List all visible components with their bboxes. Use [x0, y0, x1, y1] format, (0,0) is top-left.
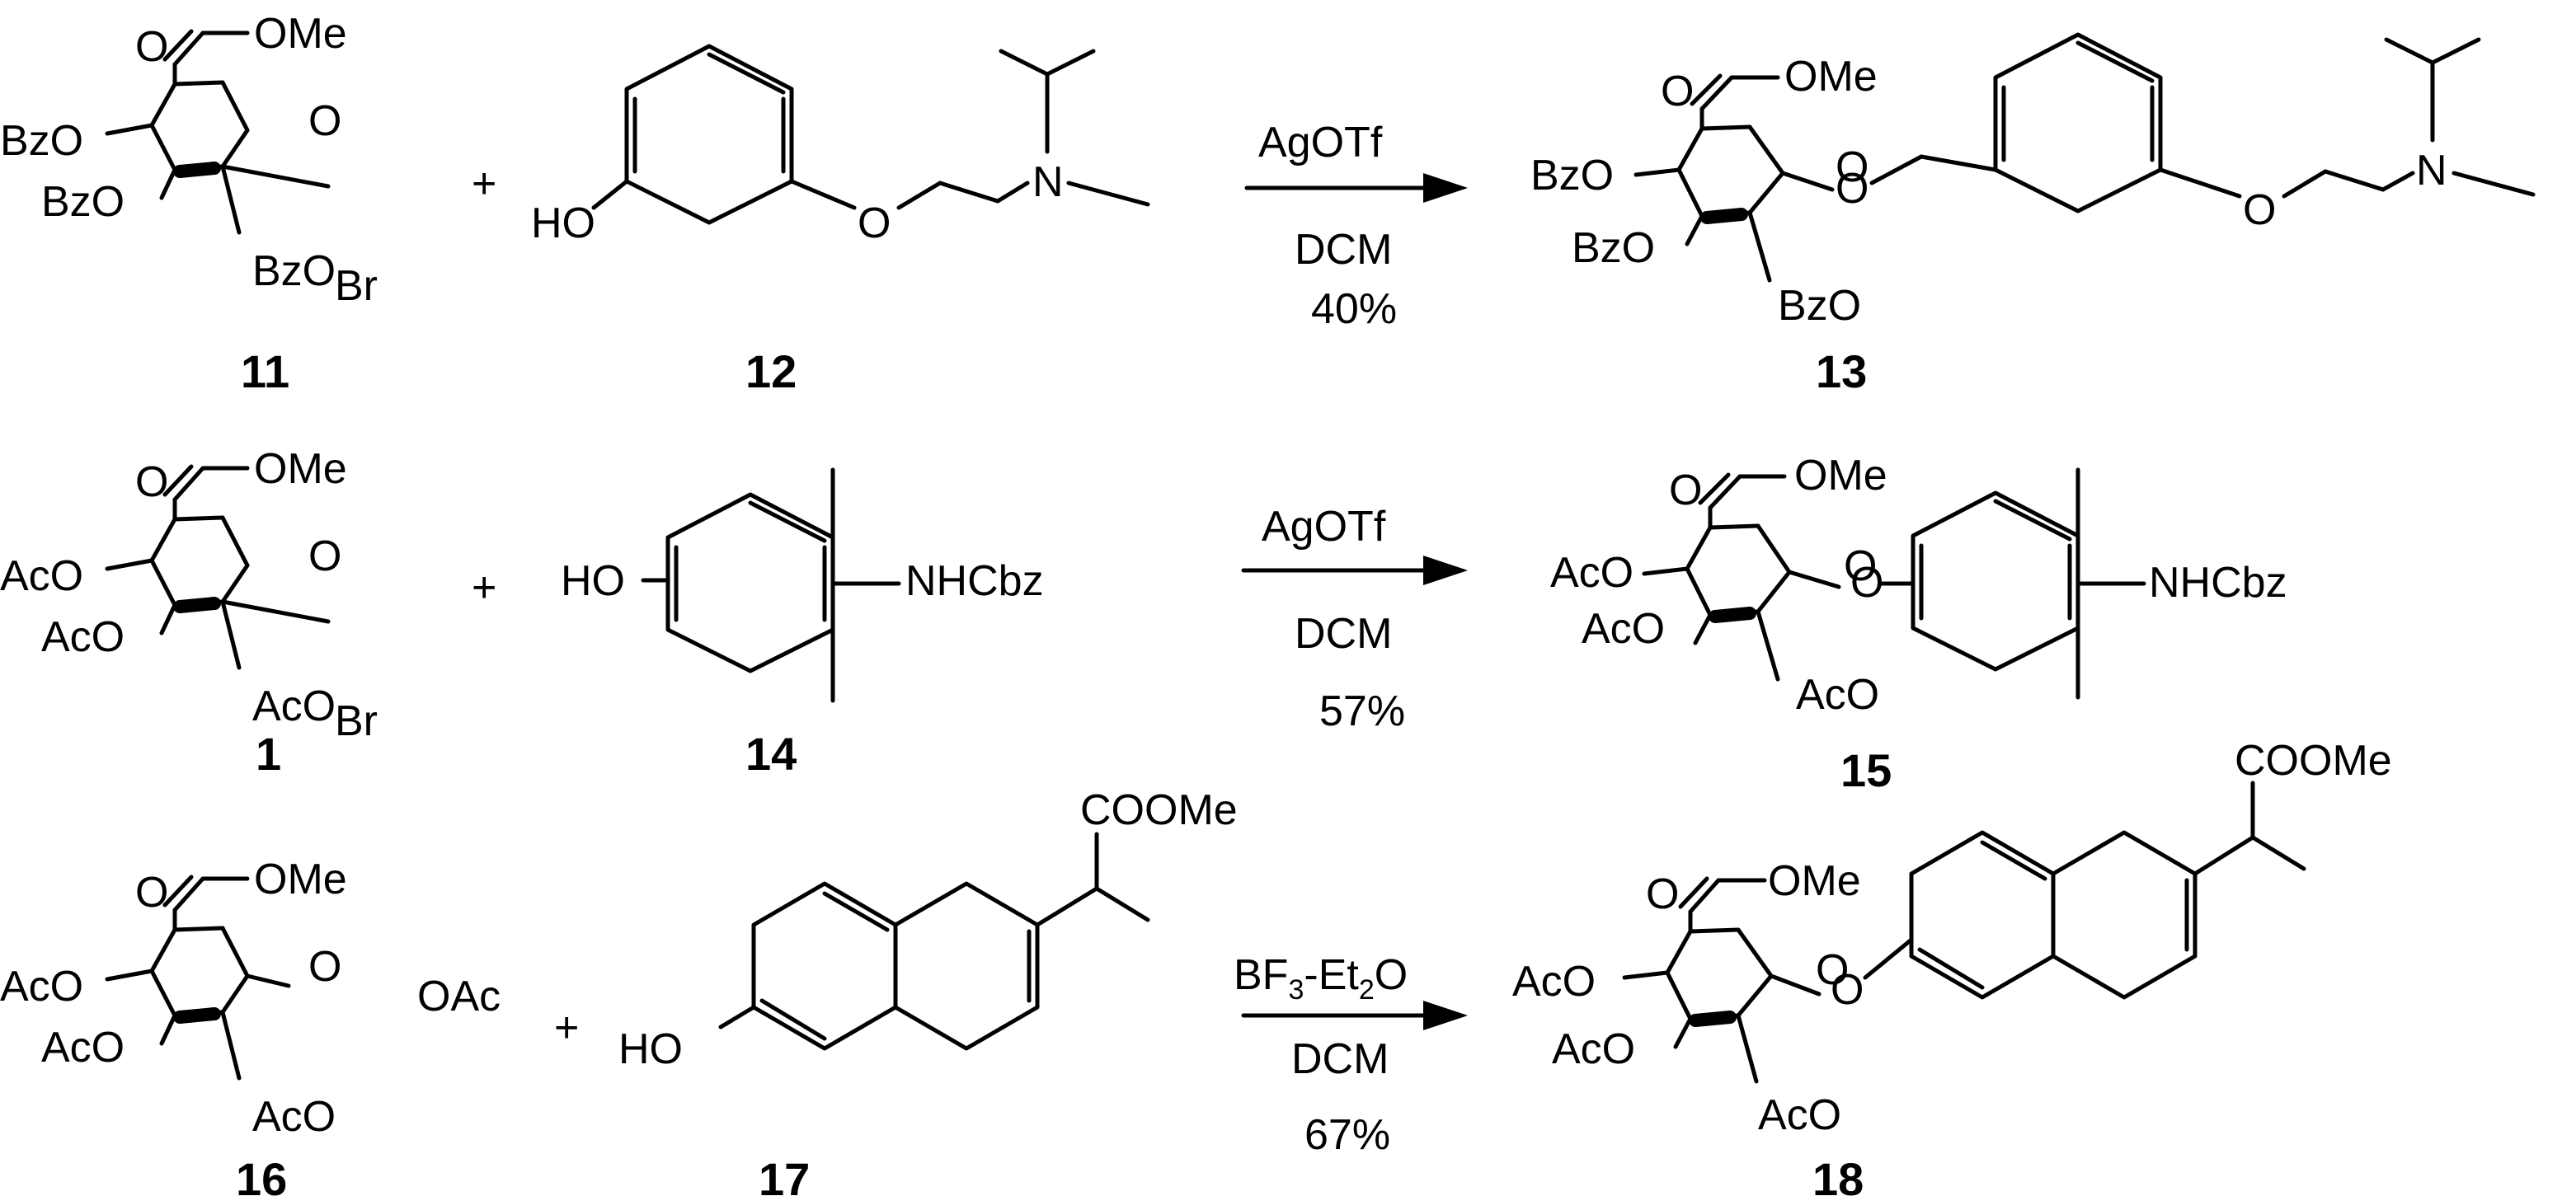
r1-prod-keto-o-label: O: [1661, 68, 1694, 115]
r2-phenol-ho-label: HO: [561, 557, 625, 605]
r1-amine-n-label: N: [1032, 158, 1064, 206]
r3-prod-o3-label: AcO: [1552, 1025, 1635, 1073]
plus-sign-r3: +: [554, 1004, 579, 1052]
r1-glc-ome-label: OMe: [254, 10, 347, 58]
r2-prod-o4-label: AcO: [1550, 549, 1634, 597]
r1-glc-o4-label: BzO: [0, 117, 83, 165]
r2-prod-o3-label: AcO: [1582, 605, 1665, 653]
r2-prod-keto-o-label: O: [1669, 467, 1702, 514]
reaction-arrow-r3: [1241, 1001, 1468, 1030]
r1-ether-o-label: O: [858, 199, 891, 247]
r2-prod-glyco-o-label: O: [1850, 559, 1883, 607]
r2-prod-ring-o-label: O: [1844, 542, 1877, 590]
compound-1: [105, 464, 331, 670]
r1-prod-ome-label: OMe: [1784, 53, 1878, 101]
r3-naph-coome-label: COOMe: [1080, 786, 1238, 834]
r3-prod-o4-label: AcO: [1512, 958, 1596, 1006]
r3-prod-ring-o-label: O: [1816, 946, 1849, 994]
r1-prod-o4-label: BzO: [1530, 152, 1614, 199]
r1-prod-amine-n-label: N: [2416, 147, 2447, 195]
r2-prod-nh-label: NHCbz: [2149, 559, 2287, 607]
r1-phenol-ho-label: HO: [531, 199, 595, 247]
r3-prod-coome-label: COOMe: [2235, 737, 2392, 785]
r3-glc-o2-label: AcO: [252, 1093, 336, 1141]
r3-prod-keto-o-label: O: [1646, 870, 1679, 918]
r2-glc-o2-label: AcO: [252, 682, 336, 730]
r3-glc-oac-label: OAc: [417, 973, 501, 1020]
r3-reagent-sub2: 2: [1359, 974, 1375, 1006]
compound-number-1: 1: [256, 728, 281, 780]
r3-yield: 67%: [1304, 1111, 1390, 1159]
r2-glc-ring-o-label: O: [308, 532, 341, 580]
r3-reagent: BF3-Et2O: [1234, 951, 1408, 1006]
r3-reagent-sub3: 3: [1288, 974, 1304, 1006]
r3-reagent-o: O: [1375, 951, 1408, 999]
compound-18: [1622, 781, 2306, 1084]
r1-prod-ether-o-label: O: [2243, 186, 2276, 234]
compound-12: [591, 44, 1150, 225]
r2-glc-keto-o-label: O: [135, 458, 168, 506]
compound-number-11: 11: [241, 345, 289, 397]
plus-sign-r1: +: [472, 160, 496, 208]
compound-number-17: 17: [759, 1153, 810, 1196]
compound-13: [1634, 32, 2536, 283]
r2-yield: 57%: [1319, 687, 1405, 735]
r1-glc-ring-o-label: O: [308, 97, 341, 145]
r1-reagent: AgOTf: [1258, 119, 1383, 167]
plus-sign-r2: +: [472, 564, 496, 612]
r1-glc-o3-label: BzO: [41, 178, 125, 226]
r2-glc-o3-label: AcO: [41, 613, 125, 661]
r1-prod-ring-o-label: O: [1836, 143, 1869, 191]
r3-glc-ome-label: OMe: [254, 856, 347, 903]
r2-reagent: AgOTf: [1262, 503, 1386, 551]
r1-prod-o2-label: BzO: [1778, 282, 1861, 330]
r3-glc-ring-o-label: O: [308, 943, 341, 991]
reaction-arrow-r1: [1244, 173, 1468, 203]
compound-16: [105, 875, 291, 1081]
r2-prod-o2-label: AcO: [1796, 671, 1879, 719]
r3-solvent: DCM: [1291, 1035, 1389, 1083]
r2-phenol-nh-label: NHCbz: [905, 557, 1044, 605]
compound-14: [641, 467, 901, 703]
r3-glc-o3-label: AcO: [41, 1024, 125, 1072]
compound-number-14: 14: [745, 728, 797, 780]
r3-reagent-et: -Et: [1304, 951, 1359, 999]
r2-solvent: DCM: [1295, 610, 1392, 658]
compound-number-15: 15: [1840, 744, 1892, 796]
r3-prod-o2-label: AcO: [1758, 1091, 1841, 1139]
r2-glc-br-label: Br: [335, 697, 378, 745]
r3-reagent-bf: BF: [1234, 951, 1288, 999]
r1-yield: 40%: [1311, 285, 1397, 333]
compound-number-12: 12: [745, 345, 797, 397]
r1-solvent: DCM: [1295, 226, 1392, 274]
r2-prod-ome-label: OMe: [1794, 452, 1887, 500]
r1-glc-keto-o-label: O: [135, 23, 168, 71]
r3-prod-glyco-o-label: O: [1831, 966, 1864, 1014]
compound-number-13: 13: [1816, 345, 1867, 397]
r3-naph-ho-label: HO: [618, 1025, 683, 1073]
r2-glc-ome-label: OMe: [254, 445, 347, 493]
r3-prod-ome-label: OMe: [1768, 857, 1861, 905]
r2-glc-o4-label: AcO: [0, 552, 83, 600]
r1-glc-o2-label: BzO: [252, 247, 336, 295]
r1-prod-o3-label: BzO: [1572, 224, 1655, 272]
compound-11: [105, 29, 331, 235]
compound-number-18: 18: [1812, 1153, 1864, 1196]
r1-glc-br-label: Br: [335, 262, 378, 310]
r1-prod-glyco-o-label: O: [1836, 165, 1869, 213]
r3-glc-keto-o-label: O: [135, 869, 168, 917]
r3-glc-o4-label: AcO: [0, 963, 83, 1011]
compound-15: [1642, 467, 2146, 700]
compound-17: [718, 832, 1150, 1051]
reaction-arrow-r2: [1241, 556, 1468, 585]
compound-number-16: 16: [236, 1153, 287, 1196]
